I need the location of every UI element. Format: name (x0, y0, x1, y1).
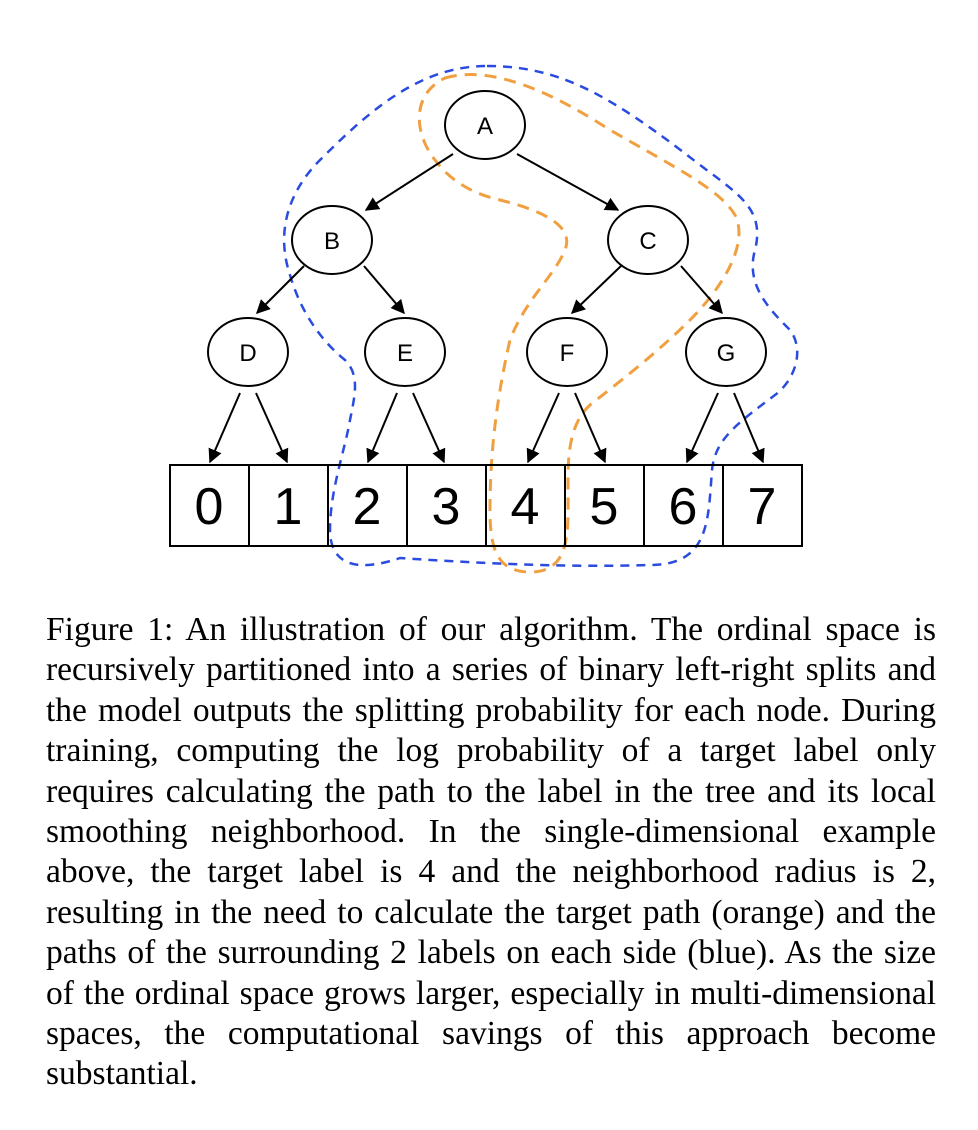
leaf-label: 4 (511, 478, 540, 536)
tree-node-f: F (526, 317, 608, 387)
edge-d-0 (208, 392, 241, 464)
edge-b-e (363, 265, 405, 315)
tree-node-g: G (685, 317, 767, 387)
edge-f-4 (526, 392, 560, 464)
node-label: B (324, 228, 340, 255)
node-label: D (239, 340, 256, 367)
edge-e-3 (412, 392, 446, 464)
leaf-label: 7 (748, 478, 777, 536)
node-label: E (397, 340, 413, 367)
tree-node-a: A (444, 90, 526, 160)
neighborhood-path-outline (282, 64, 799, 568)
edge-d-1 (255, 392, 289, 464)
edge-e-2 (366, 392, 398, 464)
leaf-row: 0 1 2 3 4 5 6 7 (169, 464, 803, 547)
tree-node-d: D (207, 317, 289, 387)
tree-node-e: E (364, 317, 446, 387)
tree-edges (208, 153, 765, 464)
tree-node-c: C (607, 205, 689, 275)
node-label: C (639, 228, 656, 255)
node-label: G (717, 340, 736, 367)
tree-node-b: B (291, 205, 373, 275)
edge-c-g (680, 265, 723, 315)
leaf-label: 5 (590, 478, 619, 536)
edge-c-f (570, 265, 622, 314)
edge-g-7 (733, 392, 765, 464)
leaf-label: 3 (432, 478, 461, 536)
leaf-label: 0 (195, 478, 224, 536)
node-label: A (477, 113, 493, 140)
target-path-outline (417, 73, 741, 574)
edge-b-d (256, 265, 305, 314)
edge-f-5 (574, 392, 607, 464)
figure-caption: Figure 1: An illustration of our algorit… (46, 611, 936, 1093)
leaf-cell-7 (722, 464, 803, 547)
leaf-label: 1 (274, 478, 303, 536)
node-label: F (560, 340, 575, 367)
edge-a-b (364, 153, 454, 211)
tree-figure: A B C D E F G 0 1 2 3 4 5 6 (169, 64, 803, 574)
edge-a-c (516, 153, 620, 211)
leaf-label: 2 (353, 478, 382, 536)
edge-g-6 (685, 392, 719, 464)
leaf-label: 6 (669, 478, 698, 536)
